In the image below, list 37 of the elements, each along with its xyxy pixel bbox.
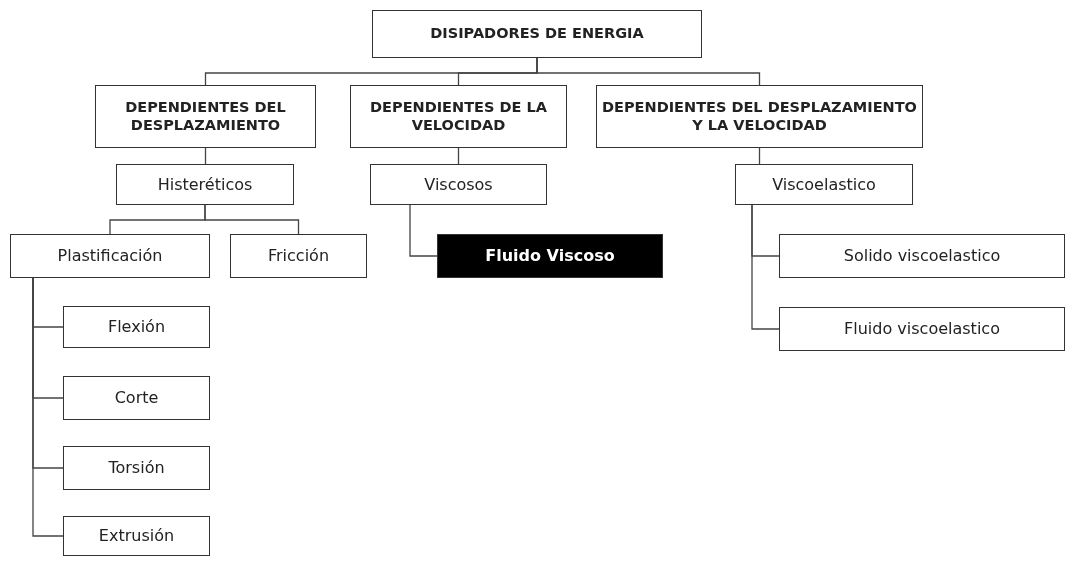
box-label: DISIPADORES DE ENERGIA (430, 25, 644, 43)
category-box (95, 85, 316, 148)
category-box (230, 234, 367, 278)
category-box (63, 306, 210, 348)
category-box (63, 446, 210, 490)
connector-line (409, 204, 438, 257)
category-box (596, 85, 923, 148)
box-label: Plastificación (57, 246, 163, 266)
box-label: Torsión (108, 458, 165, 478)
category-box (10, 234, 210, 278)
category-box (735, 164, 913, 205)
box-label: Fluido viscoelastico (844, 319, 1000, 339)
box-label: Solido viscoelastico (843, 246, 1001, 266)
connector-line (751, 204, 780, 330)
connector-line (32, 277, 64, 537)
category-box (779, 234, 1065, 278)
connector-line (536, 57, 761, 86)
box-label: Histeréticos (157, 174, 253, 195)
category-box (779, 307, 1065, 351)
box-label: DEPENDIENTES DE LA VELOCIDAD (369, 99, 548, 134)
box-label: Extrusión (98, 526, 175, 546)
box-label: DEPENDIENTES DEL DESPLAZAMIENTO Y LA VELOCIDAD (601, 99, 918, 134)
box-label: Viscosos (424, 174, 493, 195)
box-label: Viscoelastico (772, 174, 876, 195)
box-label: Corte (114, 388, 159, 408)
category-box (370, 164, 547, 205)
connector-line (204, 204, 300, 235)
box-label: Fricción (268, 246, 329, 266)
box-label: Fluido Viscoso (485, 246, 615, 266)
category-box (372, 10, 702, 58)
highlighted-box (437, 234, 663, 278)
category-box (63, 376, 210, 420)
category-box (350, 85, 567, 148)
category-box (63, 516, 210, 556)
box-label: Flexión (107, 317, 166, 337)
box-label: DEPENDIENTES DEL DESPLAZAMIENTO (124, 99, 287, 134)
category-box (116, 164, 294, 205)
